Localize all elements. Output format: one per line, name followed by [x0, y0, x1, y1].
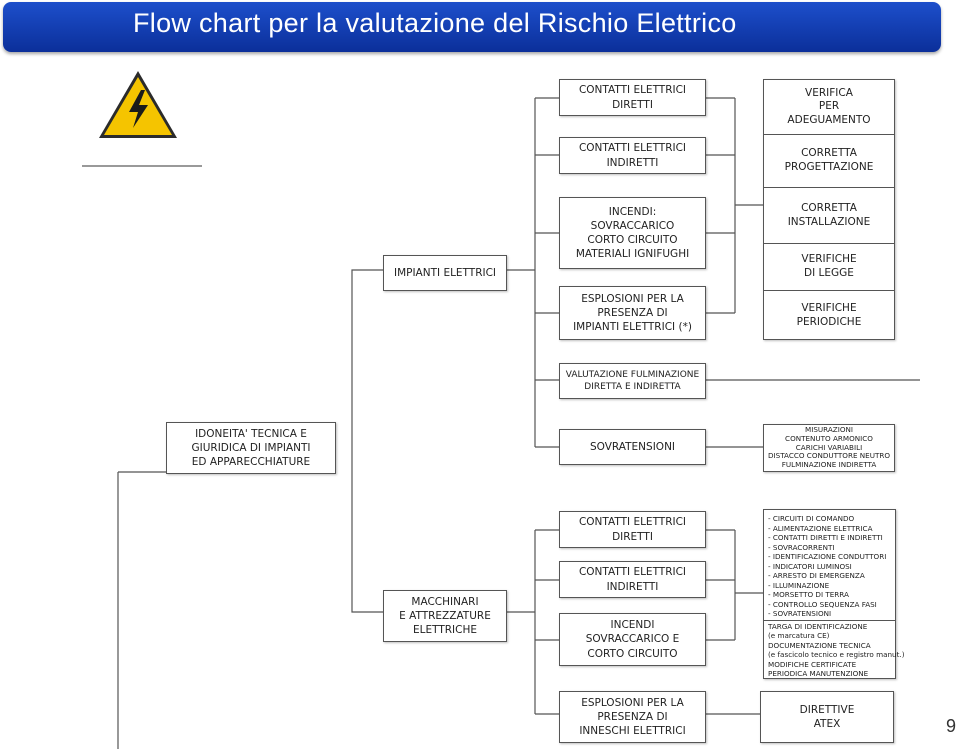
divider-line: [82, 165, 202, 167]
box-macchinari: MACCHINARI E ATTREZZATURE ELETTRICHE: [383, 590, 507, 642]
box-contatti-diretti-1: CONTATTI ELETTRICI DIRETTI: [559, 79, 706, 116]
checklist-item: - ILLUMINAZIONE: [768, 580, 830, 590]
checklist-item: - IDENTIFICAZIONE CONDUTTORI: [768, 552, 887, 561]
checklist-extra-item: MODIFICHE CERTIFICATE: [768, 659, 857, 669]
page-number: 9: [946, 716, 957, 736]
checklist-extra: TARGA DI IDENTIFICAZIONE (e marcatura CE…: [764, 619, 905, 679]
checklist-extra-item: DOCUMENTAZIONE TECNICA: [768, 640, 871, 650]
box-idoneita: IDONEITA' TECNICA E GIURIDICA DI IMPIANT…: [166, 422, 336, 474]
stack-verifica-adeguamento: VERIFICA PER ADEGUAMENTO: [764, 80, 894, 135]
box-contatti-indiretti-1: CONTATTI ELETTRICI INDIRETTI: [559, 137, 706, 174]
box-esplosioni-2: ESPLOSIONI PER LA PRESENZA DI INNESCHI E…: [559, 691, 706, 743]
stack-verifiche-legge: VERIFICHE DI LEGGE: [764, 244, 894, 291]
checklist-item: - INDICATORI LUMINOSI: [768, 561, 852, 571]
stack-verifiche-periodiche: VERIFICHE PERIODICHE: [796, 301, 862, 328]
box-incendi-1: INCENDI: SOVRACCARICO CORTO CIRCUITO MAT…: [559, 197, 706, 269]
box-direttive-atex: DIRETTIVE ATEX: [760, 691, 894, 743]
checklist-box: - CIRCUITI DI COMANDO - ALIMENTAZIONE EL…: [763, 509, 905, 679]
checklist-item: - ARRESTO DI EMERGENZA: [768, 571, 865, 580]
checklist-extra-item: (e marcatura CE): [768, 631, 830, 640]
checklist-item: - SOVRACORRENTI: [768, 542, 835, 552]
warning-electric-icon: [99, 71, 177, 138]
checklist-extra-item: (e fascicolo tecnico e registro manut.): [768, 650, 905, 659]
box-fulminazione: VALUTAZIONE FULMINAZIONE DIRETTA E INDIR…: [559, 363, 706, 399]
box-incendi-2: INCENDI SOVRACCARICO E CORTO CIRCUITO: [559, 613, 706, 666]
box-sovratensioni: SOVRATENSIONI: [559, 429, 706, 465]
box-misurazioni: MISURAZIONI CONTENUTO ARMONICO CARICHI V…: [763, 424, 895, 472]
checklist-item: - ALIMENTAZIONE ELETTRICA: [768, 523, 873, 533]
checklist-item: - CIRCUITI DI COMANDO: [768, 514, 855, 523]
box-impianti-elettrici: IMPIANTI ELETTRICI: [383, 255, 507, 291]
checklist-item: - CONTATTI DIRETTI E INDIRETTI: [768, 533, 883, 542]
stack-corretta-progettazione: CORRETTA PROGETTAZIONE: [764, 135, 894, 188]
checklist-extra-item: TARGA DI IDENTIFICAZIONE: [768, 621, 868, 631]
stack-corretta-installazione: CORRETTA INSTALLAZIONE: [764, 188, 894, 244]
box-contatti-indiretti-2: CONTATTI ELETTRICI INDIRETTI: [559, 561, 706, 598]
title-bar: Flow chart per la valutazione del Rischi…: [3, 2, 941, 52]
verifica-stack: VERIFICA PER ADEGUAMENTO CORRETTA PROGET…: [763, 79, 895, 340]
box-contatti-diretti-2: CONTATTI ELETTRICI DIRETTI: [559, 511, 706, 548]
box-esplosioni-1: ESPLOSIONI PER LA PRESENZA DI IMPIANTI E…: [559, 286, 706, 340]
checklist-item: - MORSETTO DI TERRA: [768, 590, 849, 599]
page-title: Flow chart per la valutazione del Rischi…: [133, 8, 737, 38]
checklist-item: - CONTROLLO SEQUENZA FASI: [768, 599, 877, 609]
checklist-item: - SOVRATENSIONI: [768, 609, 832, 618]
checklist-extra-item: PERIODICA MANUTENZIONE: [768, 669, 869, 678]
